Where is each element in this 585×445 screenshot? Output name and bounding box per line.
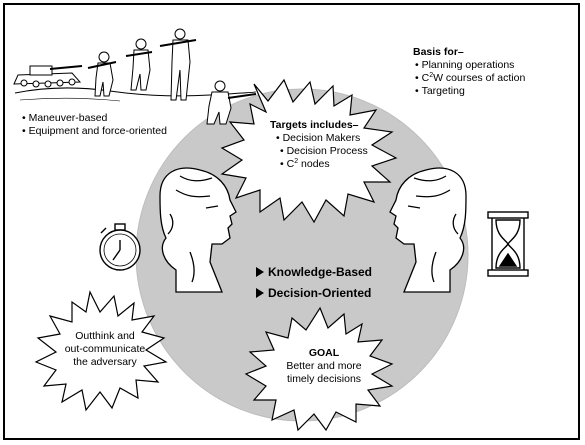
targets-block: Targets includes– Decision Makers Decisi… <box>270 119 368 171</box>
tank-illustration <box>13 65 83 88</box>
center-point-2: Decision-Oriented <box>268 286 372 300</box>
hourglass-icon <box>487 211 529 277</box>
diagram-frame <box>3 3 580 440</box>
goal-text: GOAL Better and more timely decisions <box>274 347 374 386</box>
basis-item-2: C2W courses of action <box>415 72 526 85</box>
targets-item-1: Decision Makers <box>276 132 368 145</box>
goal-title: GOAL <box>308 347 340 359</box>
center-point-1: Knowledge-Based <box>268 265 373 279</box>
goal-starburst <box>244 306 394 432</box>
outthink-line-1: Outthink and <box>75 330 135 342</box>
stopwatch-icon <box>99 223 141 271</box>
soldiers-illustration <box>87 28 257 125</box>
outthink-starburst <box>34 290 168 412</box>
left-note-2: Equipment and force-oriented <box>22 125 167 138</box>
basis-title: Basis for– <box>413 46 464 58</box>
targets-title: Targets includes– <box>270 119 359 131</box>
left-note-1: Maneuver-based <box>22 112 167 125</box>
terrain-line <box>14 87 256 97</box>
basis-item-3: Targeting <box>415 85 525 98</box>
outthink-line-3: the adversary <box>73 356 137 368</box>
outthink-line-2: out-communicate <box>64 343 146 355</box>
outthink-text: Outthink and out-communicate the adversa… <box>55 330 155 369</box>
goal-line-1: Better and more <box>286 360 362 372</box>
targets-item-3: C2 nodes <box>280 158 368 171</box>
basis-block: Basis for– Planning operations C2W cours… <box>413 46 525 98</box>
basis-item-1: Planning operations <box>415 59 525 72</box>
arrow-marker-2 <box>256 288 264 298</box>
goal-line-2: timely decisions <box>286 373 362 385</box>
targets-item-2: Decision Process <box>280 145 368 158</box>
left-notes: Maneuver-based Equipment and force-orien… <box>22 112 167 138</box>
arrow-marker-1 <box>256 267 264 277</box>
head-profile-left-icon <box>159 167 237 293</box>
head-profile-right-icon <box>389 167 467 293</box>
